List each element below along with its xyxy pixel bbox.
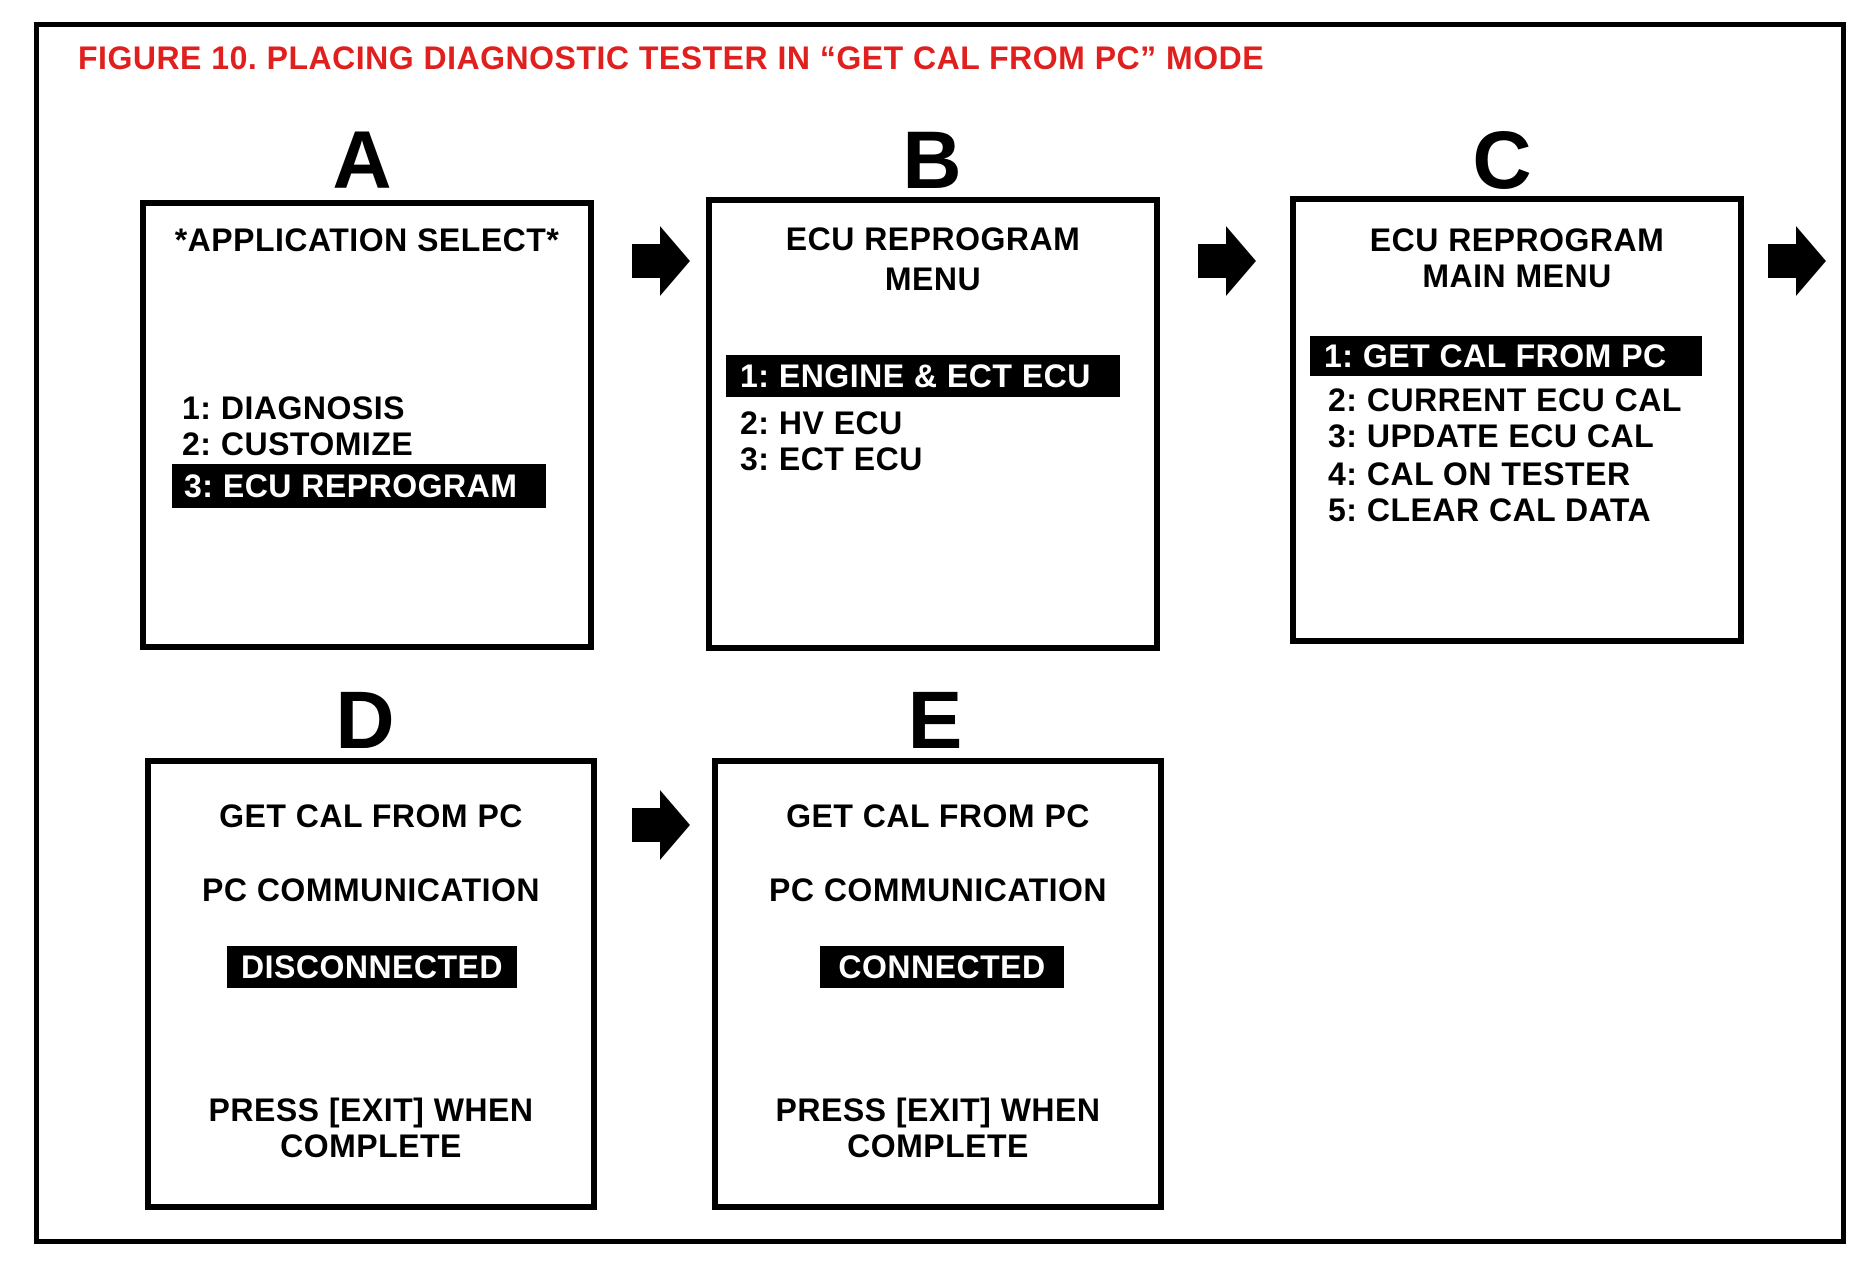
- screen-c-item-5[interactable]: 5: CLEAR CAL DATA: [1328, 492, 1652, 528]
- screen-d-footer-line-1: PRESS [EXIT] WHEN: [208, 1092, 534, 1128]
- screen-e: GET CAL FROM PC PC COMMUNICATION CONNECT…: [712, 758, 1164, 1210]
- screen-b-title-line-2: MENU: [884, 261, 982, 297]
- screen-b: ECU REPROGRAM MENU 1: ENGINE & ECT ECU 2…: [706, 197, 1160, 651]
- screen-e-footer-line-1: PRESS [EXIT] WHEN: [775, 1092, 1101, 1128]
- screen-a-title: *APPLICATION SELECT*: [174, 222, 560, 258]
- screen-e-status-badge: CONNECTED: [820, 946, 1064, 988]
- screen-b-item-3[interactable]: 3: ECT ECU: [740, 441, 923, 477]
- screen-e-footer-line-2: COMPLETE: [847, 1128, 1029, 1164]
- screen-e-title: GET CAL FROM PC: [786, 798, 1090, 834]
- screen-c-item-2[interactable]: 2: CURRENT ECU CAL: [1328, 382, 1682, 418]
- figure-caption: FIGURE 10. PLACING DIAGNOSTIC TESTER IN …: [78, 40, 1265, 76]
- right-arrow-icon: [1198, 226, 1256, 296]
- screen-b-selected-item[interactable]: 1: ENGINE & ECT ECU: [726, 355, 1120, 397]
- screen-c-title-line-1: ECU REPROGRAM: [1369, 222, 1665, 258]
- figure-frame: [34, 22, 1846, 1244]
- right-arrow-icon: [632, 226, 690, 296]
- panel-label-b: B: [902, 115, 962, 206]
- screen-c-selected-item[interactable]: 1: GET CAL FROM PC: [1310, 336, 1702, 376]
- screen-e-subtitle: PC COMMUNICATION: [768, 872, 1108, 908]
- screen-d-status-badge: DISCONNECTED: [227, 946, 517, 988]
- panel-label-c: C: [1472, 115, 1532, 206]
- screen-d-subtitle: PC COMMUNICATION: [201, 872, 541, 908]
- screen-c-title-line-2: MAIN MENU: [1422, 258, 1612, 294]
- screen-b-title-line-1: ECU REPROGRAM: [785, 221, 1081, 257]
- panel-label-e: E: [907, 675, 963, 766]
- screen-a-selected-item[interactable]: 3: ECU REPROGRAM: [172, 464, 546, 508]
- screen-a-item-2[interactable]: 2: CUSTOMIZE: [182, 426, 414, 462]
- panel-label-d: D: [335, 675, 395, 766]
- panel-label-a: A: [332, 115, 392, 206]
- right-arrow-icon: [1768, 226, 1826, 296]
- screen-b-item-2[interactable]: 2: HV ECU: [740, 405, 903, 441]
- screen-d-title: GET CAL FROM PC: [219, 798, 523, 834]
- screen-c-item-4[interactable]: 4: CAL ON TESTER: [1328, 456, 1631, 492]
- screen-a-item-1[interactable]: 1: DIAGNOSIS: [182, 390, 405, 426]
- screen-d: GET CAL FROM PC PC COMMUNICATION DISCONN…: [145, 758, 597, 1210]
- screen-d-footer-line-2: COMPLETE: [280, 1128, 462, 1164]
- screen-a: *APPLICATION SELECT* 1: DIAGNOSIS 2: CUS…: [140, 200, 594, 650]
- right-arrow-icon: [632, 790, 690, 860]
- screen-c: ECU REPROGRAM MAIN MENU 1: GET CAL FROM …: [1290, 196, 1744, 644]
- screen-c-item-3[interactable]: 3: UPDATE ECU CAL: [1328, 418, 1655, 454]
